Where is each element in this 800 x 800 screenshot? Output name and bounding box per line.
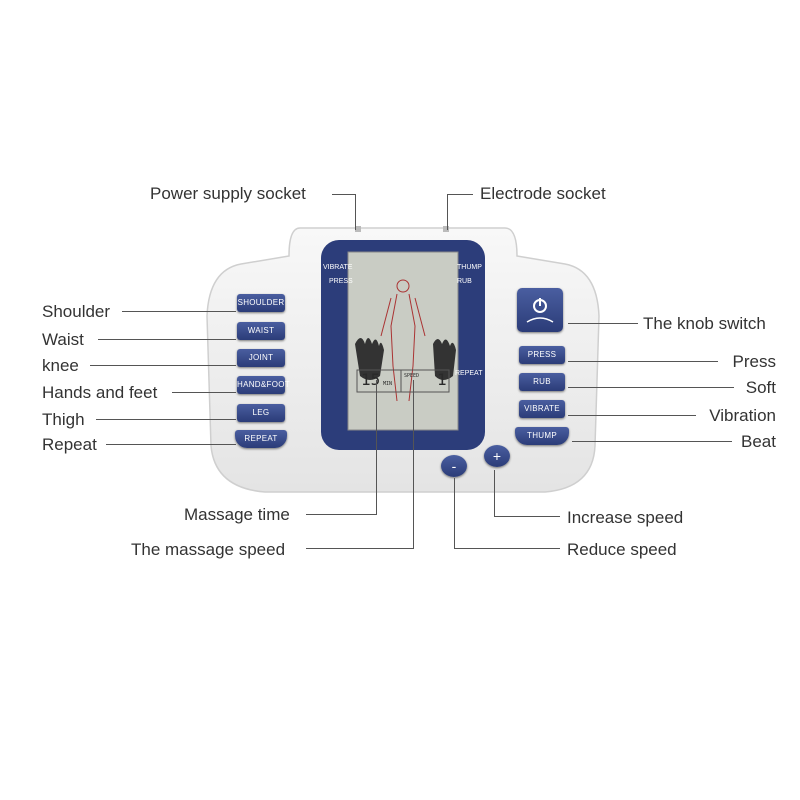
press-leader <box>568 361 718 362</box>
rub-button[interactable]: RUB <box>519 373 565 391</box>
beat-label: Beat <box>741 432 776 451</box>
leg-button[interactable]: LEG <box>237 404 285 422</box>
power-supply-leader <box>332 194 356 195</box>
joint-button[interactable]: JOINT <box>237 349 285 367</box>
electrode-leader-v <box>447 194 448 230</box>
shoulder-button[interactable]: SHOULDER <box>237 294 285 312</box>
hand-foot-button[interactable]: HAND&FOOT <box>237 376 290 394</box>
repeat-button[interactable]: REPEAT <box>235 430 287 448</box>
lcd-thump-label: THUMP <box>457 264 482 271</box>
reduce-speed-leader-v <box>454 478 455 549</box>
press-button[interactable]: PRESS <box>519 346 565 364</box>
plus-button[interactable]: + <box>484 445 510 467</box>
soft-label: Soft <box>745 378 776 397</box>
electrode-socket-label: Electrode socket <box>480 184 606 203</box>
lcd-speed-label: SPEED <box>404 373 420 379</box>
massage-time-leader <box>306 514 376 515</box>
knob-switch-button[interactable] <box>517 288 563 332</box>
shoulder-label: Shoulder <box>42 302 111 321</box>
reduce-speed-label: Reduce speed <box>567 540 677 559</box>
knob-switch-label: The knob switch <box>643 314 766 333</box>
hands-and-feet-leader <box>172 392 236 393</box>
vibration-leader <box>568 415 696 416</box>
increase-speed-leader-v <box>494 470 495 517</box>
vibrate-button[interactable]: VIBRATE <box>519 400 565 418</box>
thigh-leader <box>96 419 236 420</box>
hands-and-feet-label: Hands and feet <box>42 383 158 402</box>
knee-label: knee <box>42 356 79 375</box>
lcd-rub-label: RUB <box>457 278 472 285</box>
massage-time-leader-v <box>376 380 377 515</box>
reduce-speed-leader <box>454 548 560 549</box>
thump-button[interactable]: THUMP <box>515 427 569 445</box>
massage-time-label: Massage time <box>184 505 290 524</box>
waist-leader <box>98 339 236 340</box>
thigh-label: Thigh <box>42 410 85 429</box>
lcd-press-label: PRESS <box>329 278 353 285</box>
power-supply-leader-v <box>355 194 356 230</box>
increase-speed-leader <box>494 516 560 517</box>
human-figure-icon <box>380 279 426 402</box>
device-body <box>206 226 600 493</box>
power-icon <box>526 298 554 323</box>
repeat-leader <box>106 444 236 445</box>
soft-leader <box>568 387 734 388</box>
beat-leader <box>572 441 732 442</box>
electrode-leader <box>447 194 473 195</box>
increase-speed-label: Increase speed <box>567 508 684 527</box>
press-label: Press <box>732 352 776 371</box>
lcd-time-unit: MIN <box>383 381 393 387</box>
waist-button[interactable]: WAIST <box>237 322 285 340</box>
lcd-repeat-label: REPEAT <box>455 370 483 377</box>
massage-speed-leader-v <box>413 380 414 549</box>
knee-leader <box>90 365 236 366</box>
lcd-speed-value: 1 <box>437 370 447 389</box>
massager-device: VIBRATE PRESS THUMP RUB REPEAT 15 MIN SP… <box>205 226 601 494</box>
massage-speed-label: The massage speed <box>131 540 286 559</box>
lcd-time-value: 15 <box>361 370 381 389</box>
shoulder-leader <box>122 311 236 312</box>
minus-button[interactable]: - <box>441 455 467 477</box>
knob-switch-leader <box>568 323 638 324</box>
waist-label: Waist <box>42 330 84 349</box>
lcd-vibrate-label: VIBRATE <box>323 264 353 271</box>
power-supply-socket-label: Power supply socket <box>150 184 306 203</box>
vibration-label: Vibration <box>709 406 776 425</box>
massage-speed-leader <box>306 548 414 549</box>
repeat-label: Repeat <box>42 435 97 454</box>
